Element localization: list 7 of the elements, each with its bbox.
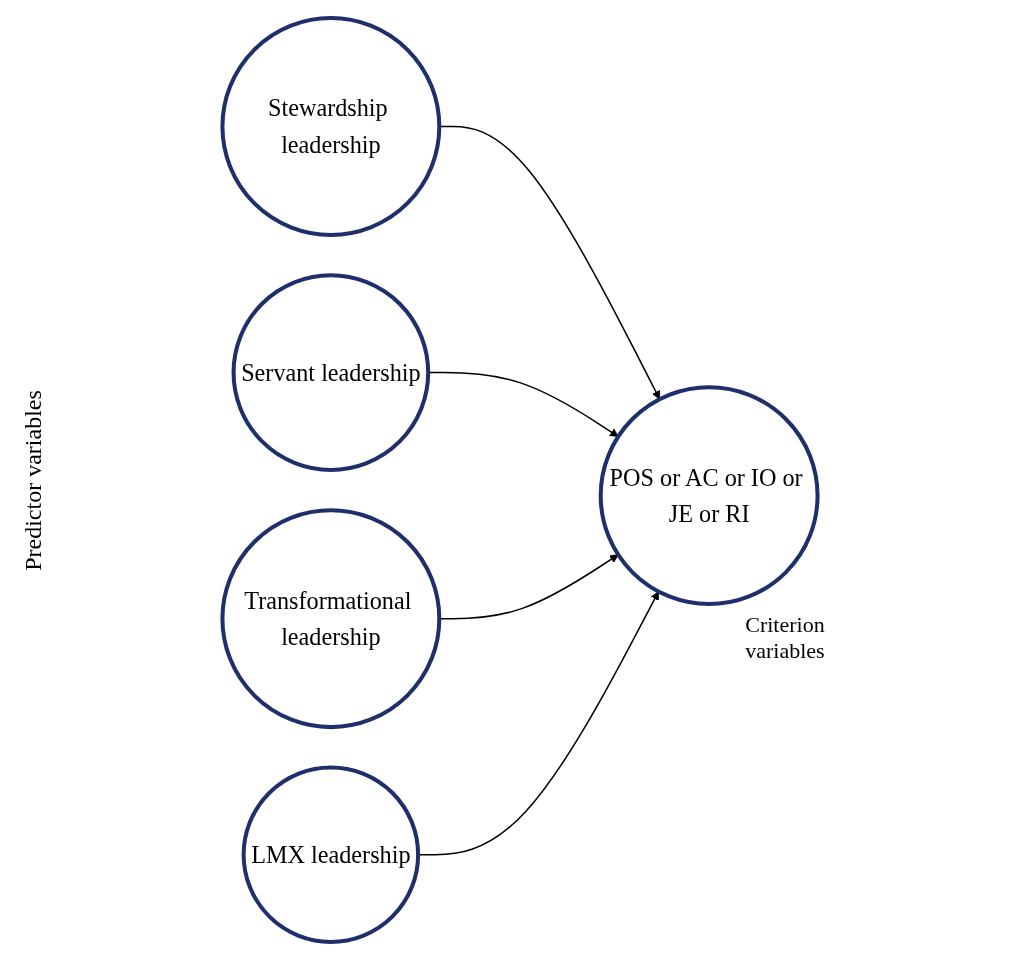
axis-title: Predictor variables [19, 389, 47, 571]
node-circle: Servant leadership [231, 273, 431, 472]
node-caption: Criterion variables [744, 612, 826, 665]
node-circle: Stewardship leadership [220, 16, 442, 237]
node-circle: POS or AC or IO or JE or RI [598, 385, 820, 607]
node-circle: LMX leadership [241, 765, 421, 944]
node-circle: Transformational leadership [220, 508, 442, 730]
